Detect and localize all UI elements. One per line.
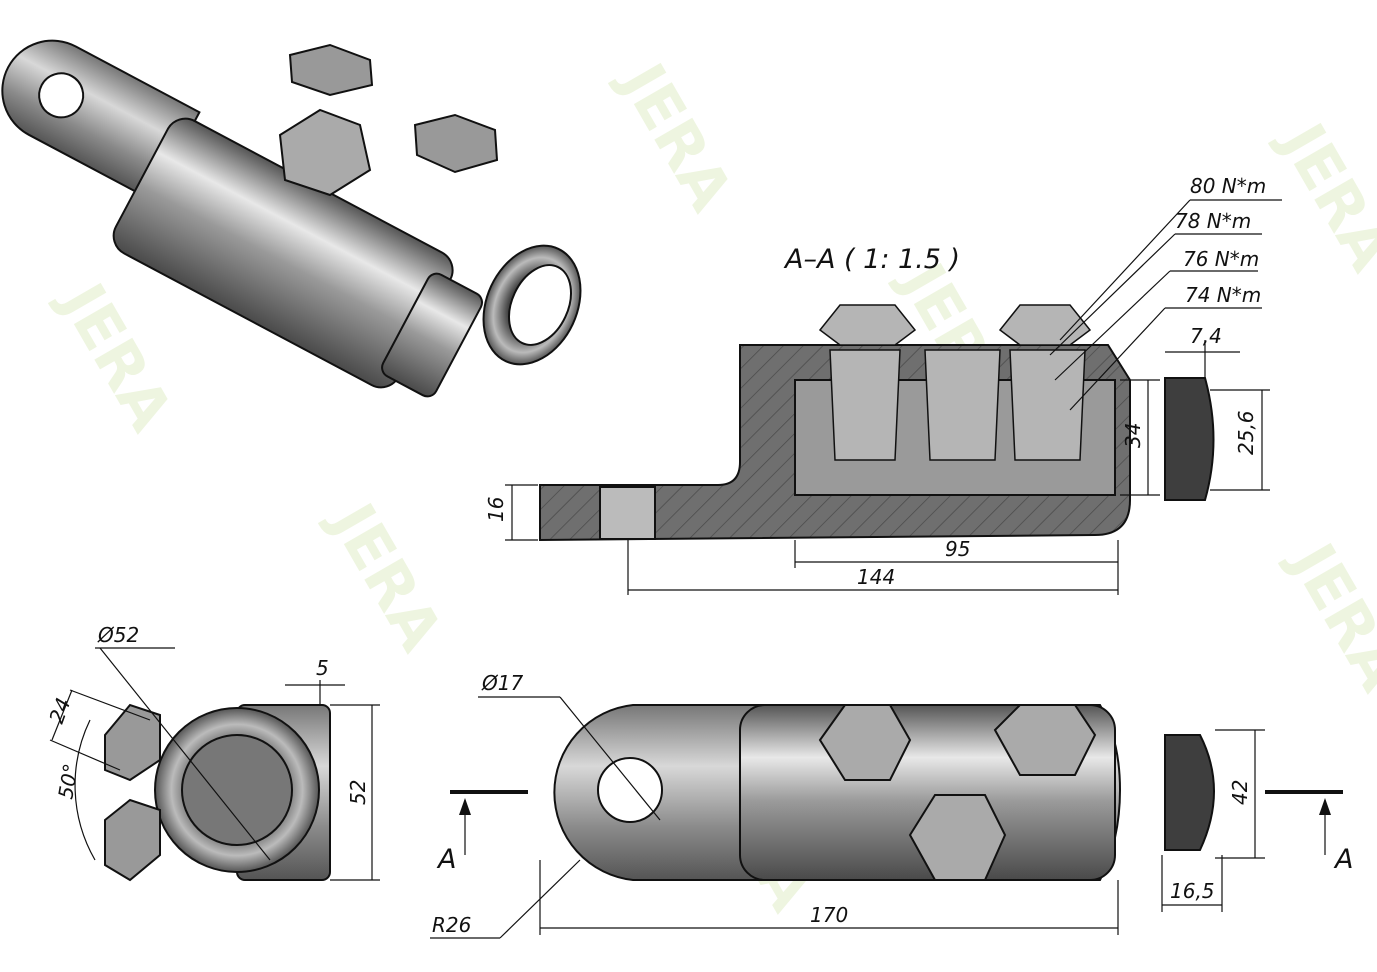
dim-body-length: 95	[945, 537, 970, 561]
dim-hole: Ø17	[481, 671, 523, 695]
svg-text:A: A	[1333, 844, 1353, 875]
torque-label: 76 N*m	[1183, 247, 1259, 271]
dim-radius: R26	[432, 913, 471, 937]
section-mark-left: A	[436, 790, 528, 875]
top-view: A A Ø17 42 16,5 170 R26	[430, 671, 1353, 939]
svg-text:JERA: JERA	[45, 269, 186, 443]
dim-height: 52	[346, 780, 370, 805]
dim-lug-thickness: 16	[484, 497, 508, 522]
dim-length: 170	[810, 903, 848, 927]
dim-plate: 5	[316, 656, 329, 680]
dim-cap-dia: 25,6	[1234, 410, 1258, 455]
dim-bolt-offset: 24	[44, 695, 75, 727]
bolt-icon	[278, 108, 372, 197]
end-view: Ø52 24 50° 5 52	[44, 623, 380, 882]
section-mark-right: A	[1265, 790, 1353, 875]
svg-text:JERA: JERA	[315, 489, 456, 663]
svg-text:A: A	[436, 844, 456, 875]
dim-cap-width: 7,4	[1190, 324, 1222, 348]
svg-text:JERA: JERA	[1265, 109, 1377, 283]
section-view: A–A ( 1: 1.5 ) 80 N*m 78 N*m 76 N*m 74 N…	[484, 174, 1282, 595]
bolt-icon	[288, 43, 374, 97]
dim-angle: 50°	[53, 762, 83, 801]
bolt-icon	[413, 113, 499, 174]
dim-bore-height: 34	[1121, 423, 1145, 448]
dim-hole-to-end: 144	[857, 565, 895, 589]
dim-cap-dia: 42	[1228, 780, 1252, 805]
torque-label: 80 N*m	[1190, 174, 1266, 198]
torque-label: 78 N*m	[1175, 209, 1251, 233]
isometric-view	[1, 39, 582, 398]
torque-label: 74 N*m	[1185, 283, 1261, 307]
dim-cap-len: 16,5	[1170, 879, 1215, 903]
dim-diameter: Ø52	[97, 623, 139, 647]
section-title: A–A ( 1: 1.5 )	[783, 244, 960, 275]
svg-text:JERA: JERA	[1275, 529, 1377, 703]
svg-text:JERA: JERA	[605, 49, 746, 223]
